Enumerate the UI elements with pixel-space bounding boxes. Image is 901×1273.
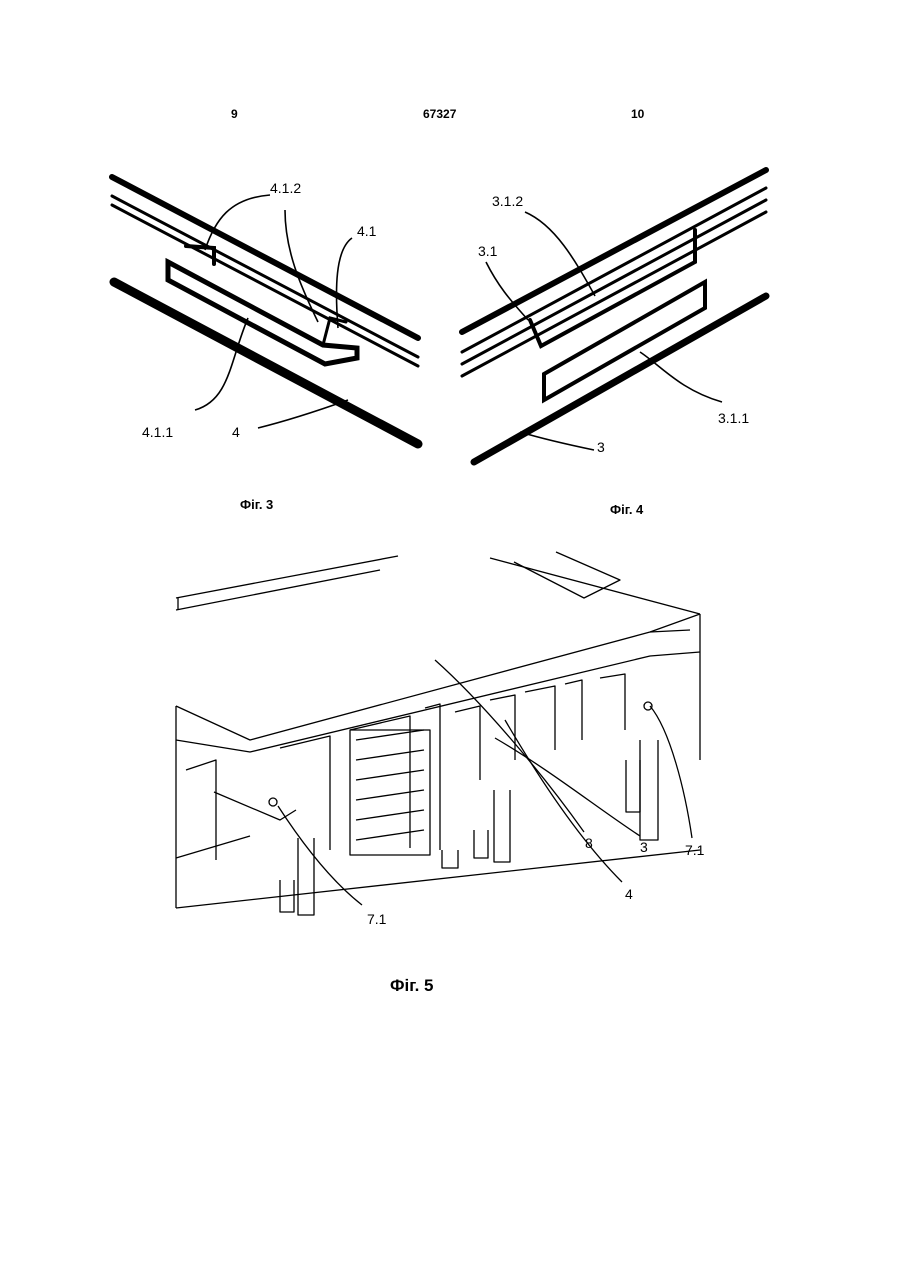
label-3-fig5: 3 — [640, 839, 648, 855]
label-7-1-left: 7.1 — [367, 911, 387, 927]
leader-3-fig5 — [495, 738, 640, 836]
leader-7-1-right — [650, 706, 692, 838]
leader-4-fig5 — [505, 720, 622, 882]
figure-5-caption: Фіг. 5 — [390, 976, 434, 996]
label-4-fig5: 4 — [625, 886, 633, 902]
label-7-1-right: 7.1 — [685, 842, 705, 858]
label-8: 8 — [585, 835, 593, 851]
